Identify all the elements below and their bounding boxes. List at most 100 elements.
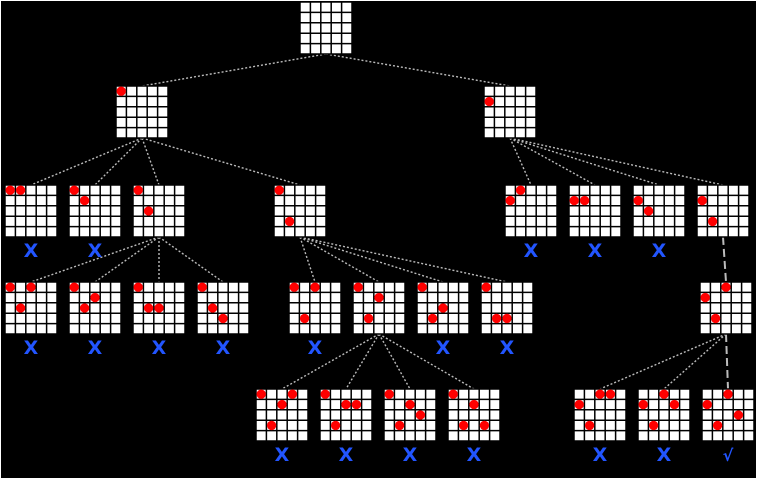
fail-mark: X [403,444,418,466]
queen-dot [469,399,479,410]
tree-edge [509,137,532,186]
fail-mark: X [593,444,608,466]
fail-mark: X [308,337,323,359]
queen-dot [69,282,79,292]
queen-dot [569,195,579,206]
queen-dot [218,313,228,324]
tree-edge [94,236,160,283]
queen-dot [643,206,654,216]
tree-edge [94,137,143,186]
queen-dot [363,313,374,324]
queen-dot [417,282,427,292]
tree-edge [299,236,380,283]
board-background [632,184,686,238]
board-node-r1-b [483,85,537,139]
queen-dot [320,389,330,399]
queen-dot [574,399,584,410]
board-node-a2 [68,184,122,238]
queen-dot [384,389,394,399]
queen-dot [277,399,287,410]
fail-mark: X [652,240,667,262]
queen-dot [341,399,351,410]
queen-dot [733,410,744,420]
fail-mark: X [436,337,451,359]
board-node-a4-2-2 [319,388,373,442]
fail-mark: X [216,337,231,359]
board-background [299,1,353,55]
queen-dot [723,389,733,399]
fail-mark: X [88,337,103,359]
board-background [447,388,501,442]
tree-edge [141,137,301,186]
tree-edge [281,333,380,390]
queen-dot [207,303,218,313]
queen-dot [143,303,154,313]
queen-dot [702,399,712,410]
board-node-a1 [4,184,58,238]
tree-edge [663,333,727,390]
tree-edge [599,333,727,390]
queen-dot [515,185,526,195]
queen-dot [79,303,90,313]
queen-dot [707,216,718,227]
tree-edge [30,137,143,186]
board-background [504,184,558,238]
queen-dot [505,195,515,206]
tree-edge [141,137,160,186]
queen-dot [289,282,299,292]
queen-dot [700,292,710,303]
tree-edge [299,236,316,283]
tree-edge [378,333,411,390]
queen-dot [405,399,415,410]
queen-dot [284,216,295,227]
queen-dot [274,185,284,195]
tree-edge [509,137,724,186]
board-node-b4-1 [699,281,753,335]
fail-mark: X [467,444,482,466]
tree-edge [345,333,380,390]
queen-dot [5,185,15,195]
queen-dot [427,313,438,324]
board-node-b4-1-3 [701,388,755,442]
queen-dot [154,303,164,313]
queen-dot [648,420,659,431]
fail-mark: X [524,240,539,262]
board-background [568,184,622,238]
queen-dot [697,195,707,206]
queen-dot [143,206,154,216]
queen-dot [502,313,512,324]
queen-dot [330,420,341,431]
board-background [132,281,186,335]
queen-dot [133,185,143,195]
queen-dot [605,389,616,399]
queen-dot [638,399,648,410]
fail-mark: X [500,337,515,359]
tree-edge [141,53,327,87]
board-background [352,281,406,335]
board-background [383,388,437,442]
queen-dot [584,420,595,431]
board-node-a4-2-3 [383,388,437,442]
board-node-a4-1 [288,281,342,335]
board-background [696,184,750,238]
tree-edge [509,137,660,186]
queen-dot [69,185,79,195]
board-background [196,281,250,335]
queen-dot [133,282,143,292]
queen-dot [458,420,469,431]
tree-edge [325,53,511,87]
queen-dot [90,292,100,303]
board-background [480,281,534,335]
queen-dot [415,410,426,420]
board-node-b4-1-2 [637,388,691,442]
queen-dot [256,389,266,399]
fail-mark: X [24,240,39,262]
queen-dot [351,399,362,410]
board-background [68,184,122,238]
queen-dot [197,282,207,292]
queen-dot [374,292,384,303]
board-background [4,184,58,238]
board-node-b1 [504,184,558,238]
tree-edge [299,236,508,283]
